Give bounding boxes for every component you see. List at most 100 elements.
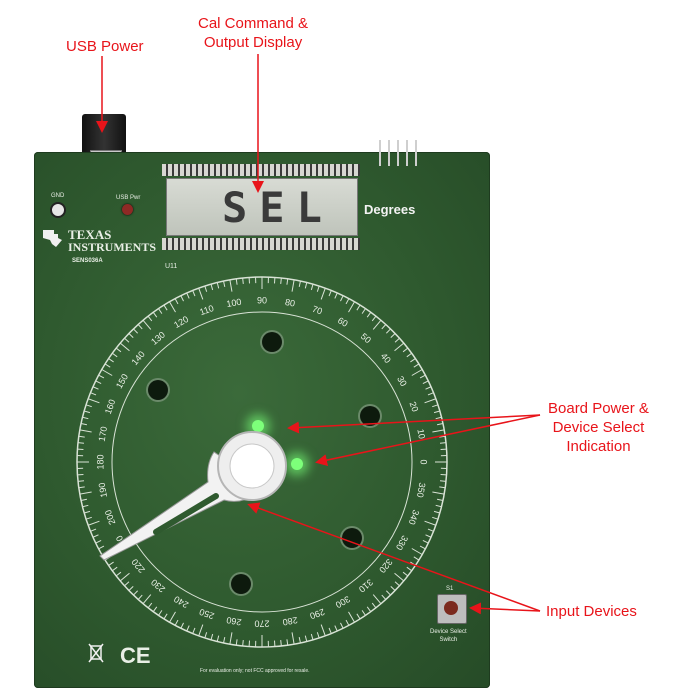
lcd-bottom-pins: [162, 238, 360, 250]
dial-tick: [142, 319, 152, 330]
dial-tick: [334, 625, 338, 632]
dial-tick: [192, 627, 196, 634]
dial-label: 280: [282, 615, 299, 627]
dial-label: 10: [415, 428, 427, 440]
dial-tick: [439, 435, 446, 438]
dial-tick: [424, 520, 437, 526]
dial-tick: [402, 347, 409, 353]
dial-label: 190: [97, 482, 109, 499]
dial-tick: [98, 374, 105, 379]
rotary-pointer[interactable]: [96, 424, 316, 574]
dial-tick: [158, 308, 163, 314]
mounting-hole: [360, 406, 380, 426]
dial-tick: [92, 534, 99, 538]
dial-tick: [163, 304, 168, 311]
dial-tick: [435, 416, 442, 420]
dial-tick: [310, 284, 314, 291]
dial-tick: [112, 352, 118, 358]
dial-tick: [223, 636, 226, 644]
dial-label: 30: [395, 374, 409, 388]
dial-tick: [406, 566, 412, 572]
mounting-hole: [231, 574, 251, 594]
dial-tick: [115, 571, 122, 577]
dial-tick: [372, 594, 382, 605]
board-power-led: [252, 420, 264, 432]
dial-label: 270: [254, 619, 269, 629]
mounting-hole: [262, 332, 282, 352]
dial-tick: [235, 278, 238, 285]
dial-tick: [406, 352, 412, 358]
dial-tick: [180, 622, 184, 629]
dial-label: 20: [407, 400, 420, 413]
dial-label: 100: [226, 297, 243, 309]
dial-tick: [158, 610, 163, 616]
dial-label: 110: [198, 303, 215, 317]
dial-tick: [280, 277, 282, 285]
lcd-readout: SEL: [222, 183, 334, 232]
ti-logo-icon: [43, 230, 62, 247]
dial-tick: [152, 606, 158, 612]
dial-tick: [229, 279, 233, 292]
dial-tick: [169, 301, 176, 313]
dial-tick: [108, 358, 114, 363]
dial-tick: [169, 611, 176, 623]
dial-tick: [147, 315, 153, 322]
dial-tick: [320, 287, 326, 300]
header-pins: [372, 140, 422, 166]
dial-tick: [204, 285, 208, 292]
dial-tick: [101, 369, 113, 376]
dial-tick: [216, 282, 220, 289]
dial-tick: [424, 398, 437, 404]
dial-tick: [80, 423, 88, 426]
dial-tick: [87, 520, 100, 526]
dial-tick: [98, 545, 105, 550]
dial-label: 90: [257, 295, 267, 305]
mounting-hole: [148, 380, 168, 400]
dial-tick: [419, 374, 426, 379]
dial-tick: [119, 572, 130, 582]
usb-pwr-led: [122, 204, 133, 215]
dial-tick: [210, 633, 214, 640]
ce-mark: CE: [120, 643, 151, 668]
dial-tick: [432, 429, 445, 433]
dial-tick: [348, 611, 355, 623]
gnd-label: GND: [51, 193, 65, 199]
dial-tick: [291, 279, 295, 292]
dial-tick: [124, 581, 130, 587]
dial-tick: [77, 442, 85, 444]
switch-ref-label: S1: [446, 586, 454, 592]
dial-tick: [433, 510, 440, 514]
dial-tick: [385, 590, 391, 596]
dial-tick: [137, 324, 143, 330]
dial-label: 60: [336, 315, 350, 329]
board-power-line-3: Indication: [566, 438, 631, 455]
dial-tick: [310, 633, 314, 640]
dial-tick: [356, 304, 361, 311]
dial-tick: [180, 295, 184, 302]
input-devices-callout: Input Devices: [546, 603, 637, 620]
board-power-line-1: Board Power &: [548, 400, 649, 417]
dial-tick: [413, 556, 420, 561]
dial-tick: [242, 639, 244, 647]
dial-tick: [198, 287, 204, 300]
dial-tick: [291, 632, 295, 645]
mounting-hole: [342, 528, 362, 548]
dial-tick: [372, 319, 382, 330]
dial-label: 50: [359, 331, 373, 345]
dial-tick: [361, 308, 366, 314]
dial-tick: [413, 363, 420, 368]
dial-tick: [394, 342, 405, 352]
dial-tick: [433, 410, 440, 414]
dial-tick: [328, 290, 332, 297]
dial-tick: [85, 516, 92, 520]
device-select-switch-cap[interactable]: [444, 601, 458, 615]
switch-label-line-2: Switch: [439, 637, 458, 643]
dial-label: 340: [407, 509, 422, 527]
dial-tick: [356, 613, 361, 620]
dial-tick: [174, 619, 179, 626]
dial-tick: [334, 292, 338, 299]
dial-tick: [432, 516, 439, 520]
dial-tick: [80, 498, 88, 501]
lcd-top-pins: [162, 164, 360, 176]
dial-tick: [427, 528, 434, 532]
